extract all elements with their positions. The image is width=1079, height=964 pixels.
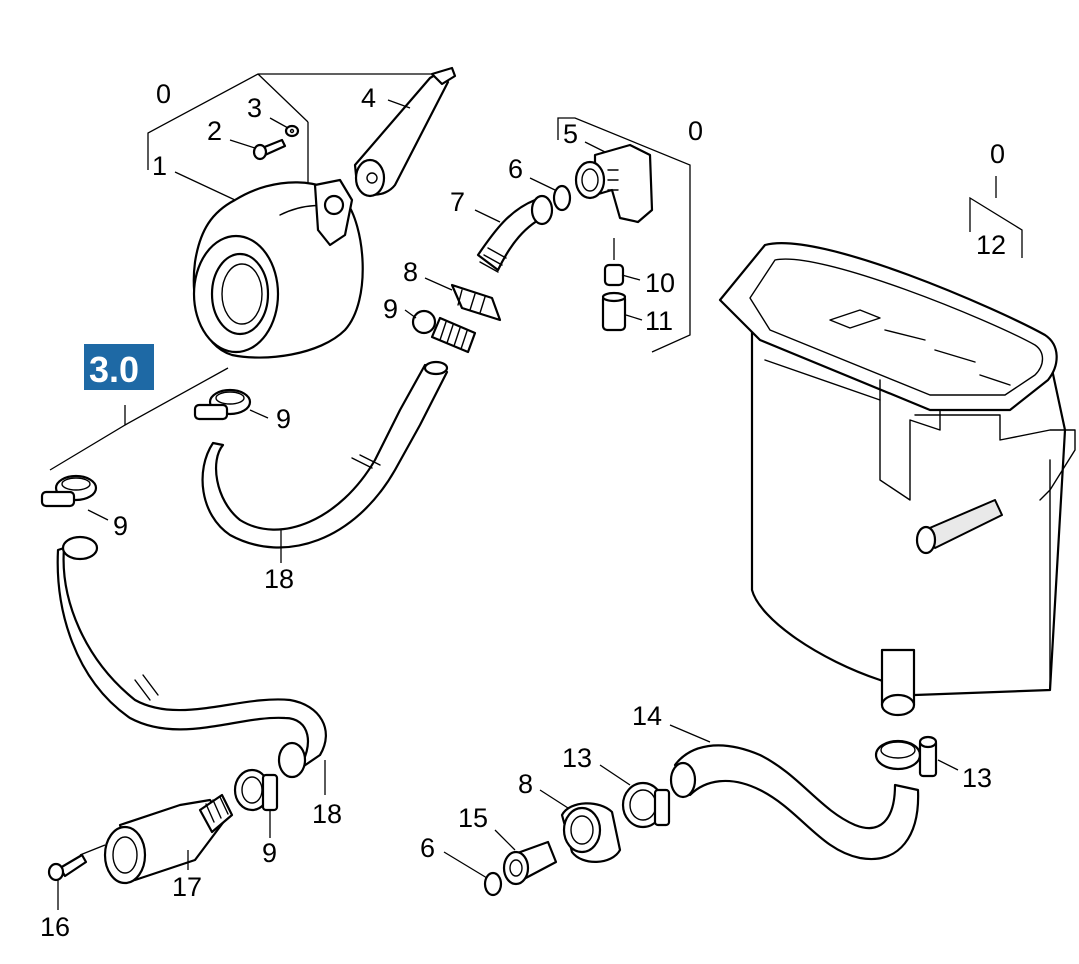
callout-5: 5 xyxy=(563,119,578,149)
callout-18-upper: 18 xyxy=(264,564,294,594)
callout-6-lower: 6 xyxy=(420,833,435,863)
callout-16: 16 xyxy=(40,912,70,942)
part-4-lever xyxy=(353,66,457,198)
callout-13-right: 13 xyxy=(962,763,992,793)
callout-0-group-b: 0 xyxy=(688,116,703,146)
callout-0-group-c: 0 xyxy=(990,139,1005,169)
group-badge: 3.0 xyxy=(84,344,154,390)
part-18-hose-lower xyxy=(56,535,327,779)
callout-0-group-a: 0 xyxy=(156,79,171,109)
part-8-nut-lower xyxy=(560,802,622,863)
part-18-hose-upper xyxy=(201,360,449,549)
callout-6-upper: 6 xyxy=(508,154,523,184)
callout-13-left: 13 xyxy=(562,743,592,773)
callout-11: 11 xyxy=(645,306,673,336)
callouts: 0 0 0 1 2 3 4 5 6 6 7 8 8 9 9 9 9 10 11 … xyxy=(40,79,1006,942)
part-9-clamp-left xyxy=(40,474,98,508)
part-16-screw xyxy=(47,853,88,882)
callout-9-connector: 9 xyxy=(383,294,398,324)
part-6-o-ring-upper xyxy=(552,184,572,212)
group-badge-background xyxy=(84,344,154,390)
part-10-cap xyxy=(603,263,625,287)
part-12-tank xyxy=(718,242,1076,717)
callout-12: 12 xyxy=(976,230,1006,260)
part-17-connector xyxy=(103,793,234,885)
callout-1: 1 xyxy=(152,151,167,181)
part-9-clamp-upper xyxy=(193,388,252,421)
callout-8-lower: 8 xyxy=(518,769,533,799)
part-6-o-ring-lower xyxy=(483,871,503,897)
group-bracket-lines xyxy=(49,73,1023,471)
part-2-screw xyxy=(252,138,287,161)
callout-9-clamp-left: 9 xyxy=(113,511,128,541)
part-13-clamp-left xyxy=(621,781,671,829)
callout-10: 10 xyxy=(645,268,675,298)
part-11-sleeve xyxy=(601,291,627,332)
part-8-nut-upper xyxy=(450,283,502,322)
part-3-washer xyxy=(284,124,300,138)
part-9-clamp-lower xyxy=(233,768,279,812)
callout-14: 14 xyxy=(632,701,662,731)
group-badge-label: 3.0 xyxy=(89,349,139,390)
callout-7: 7 xyxy=(450,187,465,217)
part-15-hose-barb xyxy=(502,840,558,886)
part-14-hose xyxy=(669,744,920,861)
leader-lines xyxy=(57,99,959,910)
part-5-elbow-fitting xyxy=(574,143,654,224)
part-13-clamp-right xyxy=(874,735,938,778)
part-9-ball-connector xyxy=(411,309,477,354)
callout-15: 15 xyxy=(458,803,488,833)
callout-3: 3 xyxy=(247,93,262,123)
callout-4: 4 xyxy=(361,83,376,113)
part-7-curved-tube xyxy=(476,194,554,273)
callout-9-clamp-lower: 9 xyxy=(262,838,277,868)
callout-17: 17 xyxy=(172,872,202,902)
callout-9-clamp-upper: 9 xyxy=(276,404,291,434)
callout-18-lower: 18 xyxy=(312,799,342,829)
part-1-float xyxy=(192,178,364,359)
callout-8-upper: 8 xyxy=(403,257,418,287)
callout-2: 2 xyxy=(207,116,222,146)
